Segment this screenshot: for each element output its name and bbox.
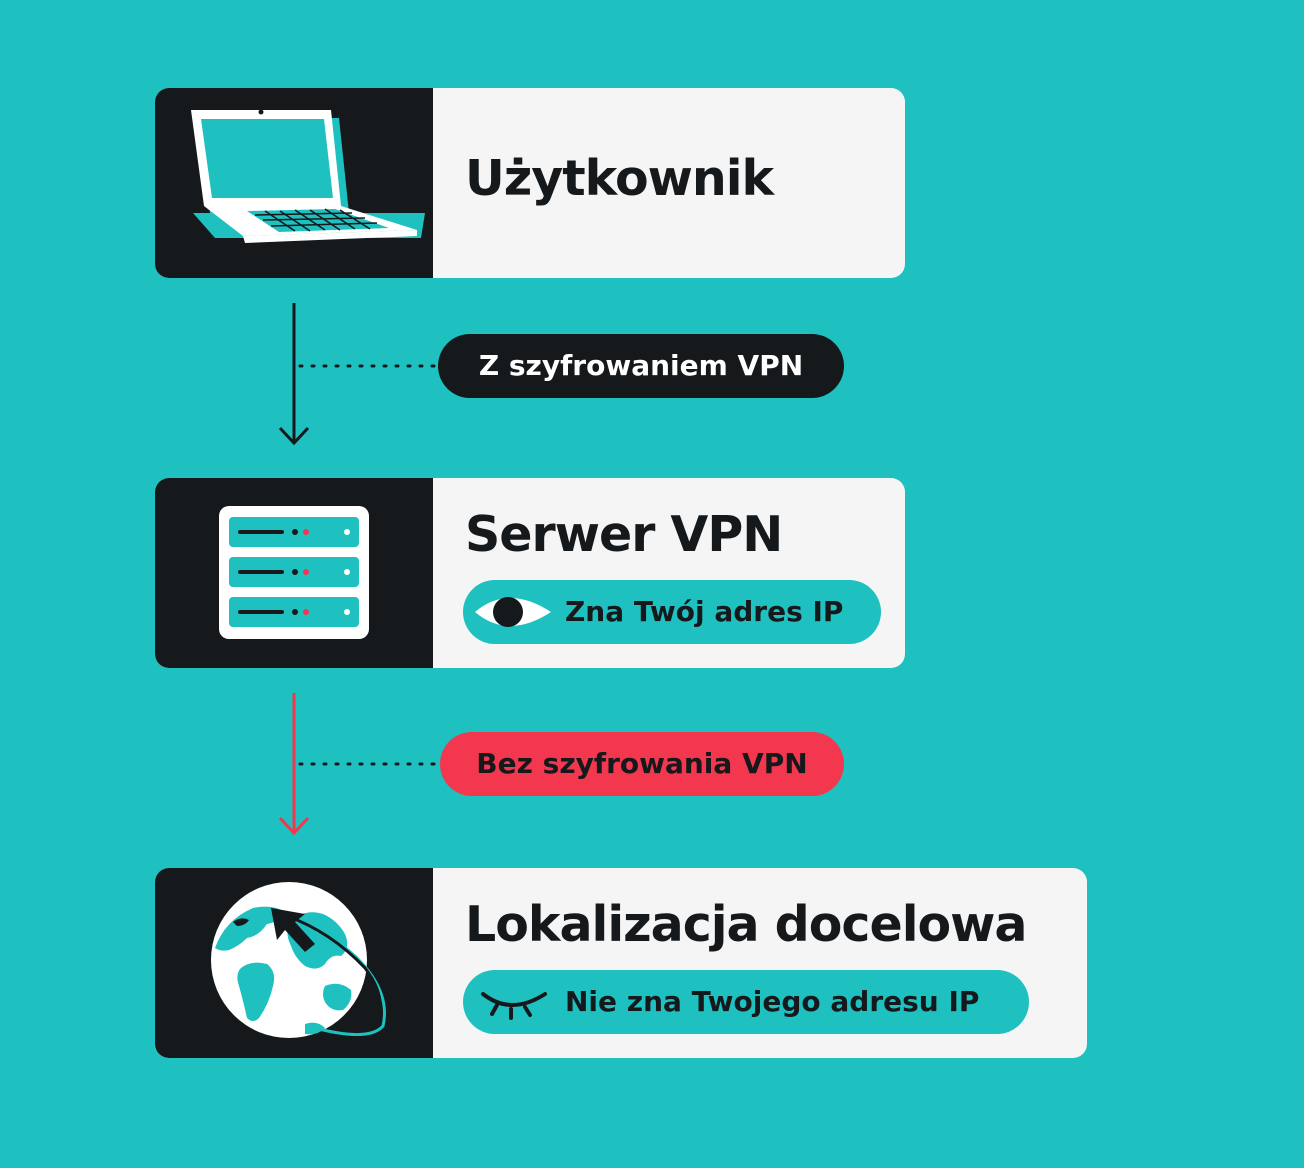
node-vpn-server-card: Serwer VPN Zna Twój adres IP xyxy=(155,478,905,668)
node-destination-title: Lokalizacja docelowa xyxy=(465,896,1027,953)
link-encrypted-label: Z szyfrowaniem VPN xyxy=(438,334,844,398)
laptop-icon xyxy=(191,109,425,243)
status-badge-unknown-ip: Nie zna Twojego adresu IP xyxy=(463,970,1029,1034)
eye-closed-icon xyxy=(481,992,547,1020)
node-user-card: Użytkownik xyxy=(155,88,905,278)
node-user-title: Użytkownik xyxy=(465,150,774,207)
node-vpn-server-icon-box xyxy=(155,478,433,668)
link-unencrypted-label: Bez szyfrowania VPN xyxy=(440,732,844,796)
node-destination-card: Lokalizacja docelowa Nie zna Twojego adr… xyxy=(155,868,1087,1058)
eye-open-icon xyxy=(475,597,551,627)
node-destination-icon-box xyxy=(155,868,433,1058)
node-user-icon-box xyxy=(155,88,433,278)
server-icon xyxy=(219,506,369,639)
status-badge-knows-ip: Zna Twój adres IP xyxy=(463,580,881,644)
status-badge-text: Nie zna Twojego adresu IP xyxy=(565,985,980,1018)
globe-icon xyxy=(211,882,386,1038)
status-badge-text: Zna Twój adres IP xyxy=(565,595,844,628)
node-vpn-server-title: Serwer VPN xyxy=(465,506,783,563)
